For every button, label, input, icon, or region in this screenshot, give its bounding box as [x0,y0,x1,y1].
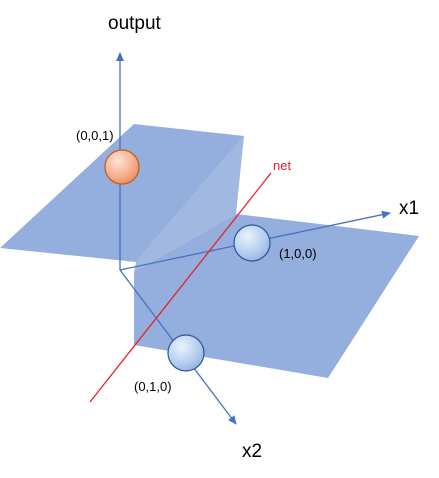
point-label-100: (1,0,0) [279,246,317,261]
point-label-010: (0,1,0) [134,379,172,394]
x2-axis-label: x2 [242,441,262,462]
lower-plane [134,214,419,378]
output-axis-label: output [108,13,162,34]
net-label: net [273,158,291,173]
upper-plane [0,124,244,262]
net-line [89,172,272,403]
point-010 [167,334,205,372]
point-100 [233,224,271,262]
point-label-001: (0,0,1) [76,128,114,143]
x1-axis-label: x1 [399,198,419,219]
step-riser [134,136,244,272]
point-001 [104,149,140,185]
